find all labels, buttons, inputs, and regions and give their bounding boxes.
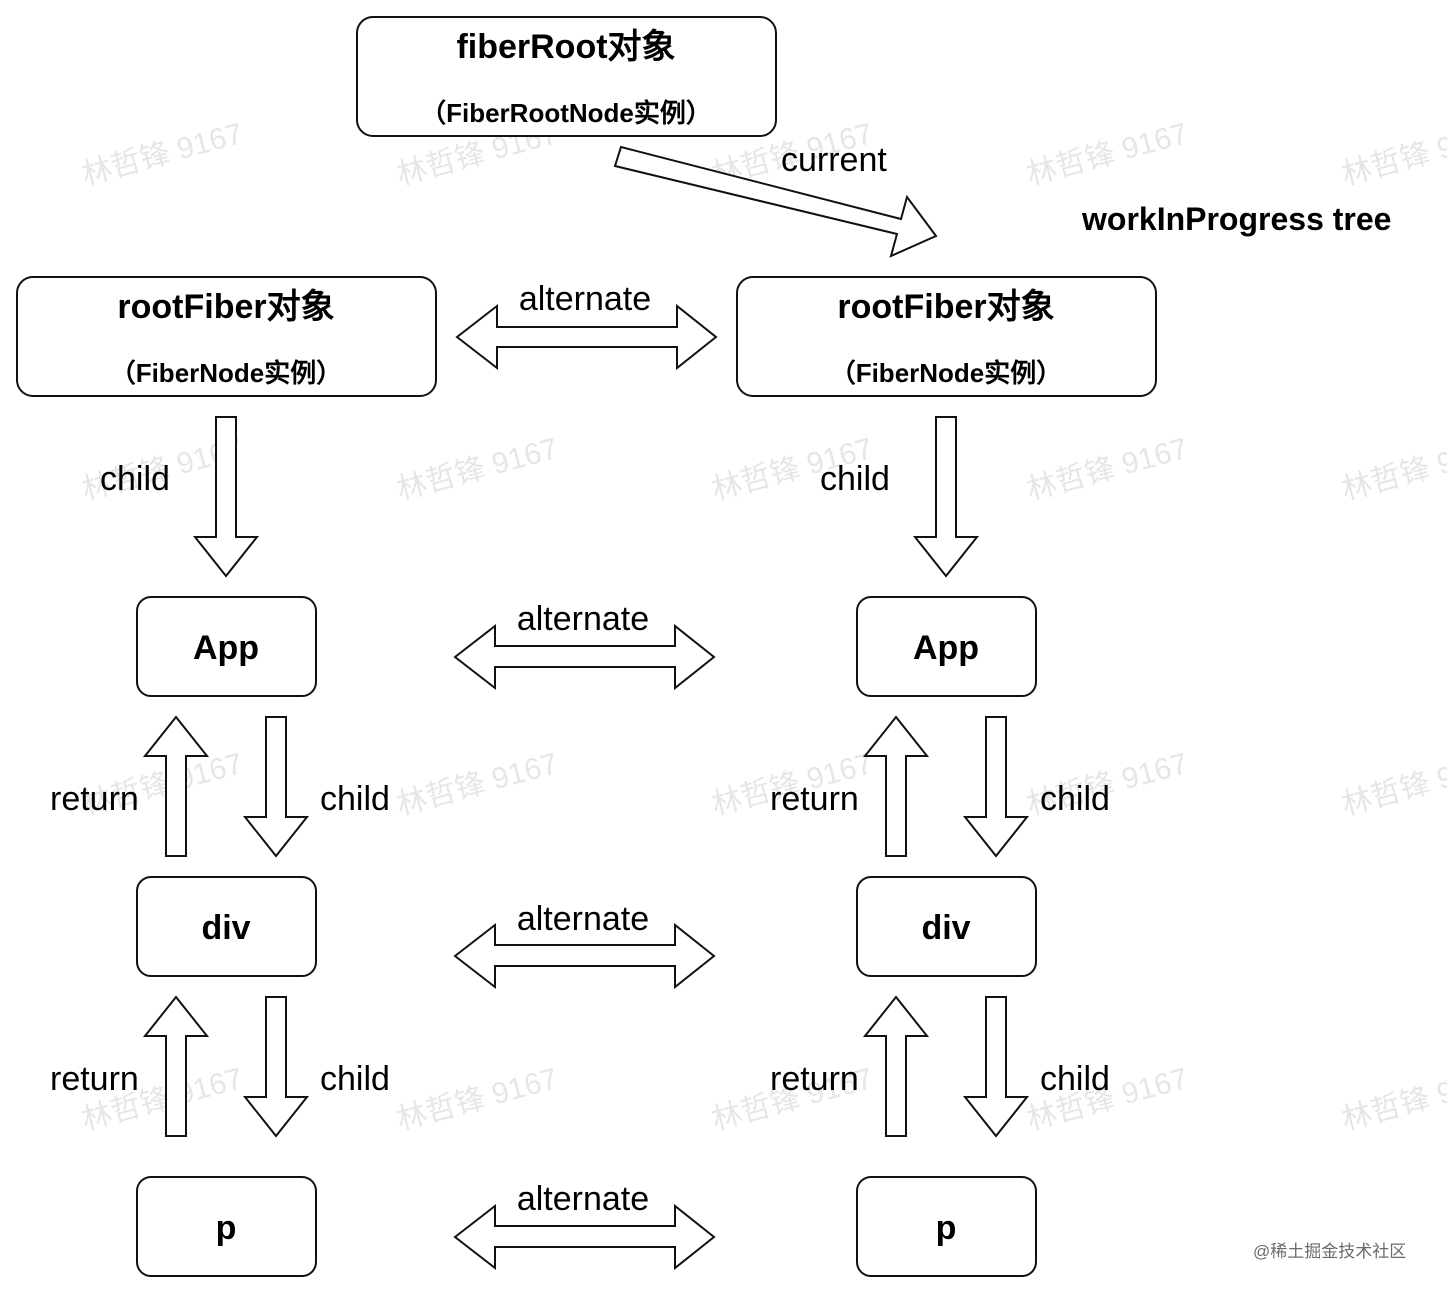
wip-tree-label: workInProgress tree <box>1081 201 1391 237</box>
up-arrow-shape <box>142 715 210 857</box>
p-node-right: p <box>856 1176 1037 1277</box>
child-arrow-div-right: child <box>962 996 1110 1138</box>
app-node-left: App <box>136 596 317 697</box>
div-node-left: div <box>136 876 317 977</box>
child-label: child <box>320 780 390 818</box>
alternate-arrow-div: alternate <box>453 900 716 990</box>
current-label: current <box>781 141 887 179</box>
fiber-root-box <box>356 16 777 137</box>
return-arrow-div-right: return <box>770 995 930 1137</box>
up-arrow-shape <box>862 995 930 1137</box>
watermark: 林哲锋 9167 <box>393 1062 561 1137</box>
p-box-left <box>136 1176 317 1277</box>
app-label-right: App <box>913 629 979 667</box>
watermark: 林哲锋 9167 <box>393 432 561 507</box>
watermark: 林哲锋 9167 <box>1023 432 1191 507</box>
p-label-left: p <box>216 1209 237 1247</box>
div-label-right: div <box>921 909 970 947</box>
return-label: return <box>50 780 139 818</box>
root-fiber-left-node: rootFiber对象 （FiberNode实例） <box>16 276 437 397</box>
alternate-label: alternate <box>517 900 649 938</box>
root-fiber-left-box <box>16 276 437 397</box>
root-fiber-right-node: rootFiber对象 （FiberNode实例） <box>736 276 1157 397</box>
child-label: child <box>1040 780 1110 818</box>
site-credit: @稀土掘金技术社区 <box>1253 1242 1406 1261</box>
child-label: child <box>100 460 170 498</box>
fiber-root-title: fiberRoot对象 <box>456 28 675 66</box>
child-arrow-app-left: child <box>242 716 390 858</box>
return-arrow-div-left: return <box>50 995 210 1137</box>
alternate-label: alternate <box>519 280 651 318</box>
down-arrow-shape <box>192 416 260 578</box>
alternate-arrow-p: alternate <box>453 1180 716 1271</box>
app-box-right <box>856 596 1037 697</box>
watermark: 林哲锋 9167 <box>1023 117 1191 192</box>
child-label: child <box>820 460 890 498</box>
app-label-left: App <box>193 629 259 667</box>
watermark: 林哲锋 9167 <box>393 747 561 822</box>
div-box-right <box>856 876 1037 977</box>
down-arrow-shape <box>242 996 310 1138</box>
p-node-left: p <box>136 1176 317 1277</box>
down-arrow-shape <box>242 716 310 858</box>
watermark: 林哲锋 9167 <box>1338 117 1447 192</box>
p-box-right <box>856 1176 1037 1277</box>
up-arrow-shape <box>142 995 210 1137</box>
return-arrow-app-right: return <box>770 715 930 857</box>
double-arrow-shape <box>453 623 716 691</box>
up-arrow-shape <box>862 715 930 857</box>
current-arrow-shape <box>613 145 938 258</box>
root-fiber-right-box <box>736 276 1157 397</box>
fiber-root-subtitle: （FiberRootNode实例） <box>420 98 712 128</box>
current-arrow: current <box>613 141 938 258</box>
return-label: return <box>770 1060 859 1098</box>
alternate-label: alternate <box>517 600 649 638</box>
alternate-arrow-app: alternate <box>453 600 716 691</box>
down-arrow-shape <box>962 996 1030 1138</box>
app-box-left <box>136 596 317 697</box>
watermark: 林哲锋 9167 <box>1338 432 1447 507</box>
app-node-right: App <box>856 596 1037 697</box>
child-arrow-div-left: child <box>242 996 390 1138</box>
child-arrow-app-right: child <box>962 716 1110 858</box>
double-arrow-shape <box>455 303 718 371</box>
div-label-left: div <box>201 909 250 947</box>
down-arrow-shape <box>962 716 1030 858</box>
double-arrow-shape <box>453 1203 716 1271</box>
double-arrow-shape <box>453 922 716 990</box>
root-fiber-right-subtitle: （FiberNode实例） <box>830 358 1063 388</box>
watermark: 林哲锋 9167 <box>1338 747 1447 822</box>
watermark: 林哲锋 9167 <box>1338 1062 1447 1137</box>
div-box-left <box>136 876 317 977</box>
return-arrow-app-left: return <box>50 715 210 857</box>
root-fiber-right-title: rootFiber对象 <box>837 288 1054 326</box>
root-fiber-left-title: rootFiber对象 <box>117 288 334 326</box>
down-arrow-shape <box>912 416 980 578</box>
child-label: child <box>320 1060 390 1098</box>
fiber-root-node: fiberRoot对象 （FiberRootNode实例） <box>356 16 777 137</box>
child-label: child <box>1040 1060 1110 1098</box>
p-label-right: p <box>936 1209 957 1247</box>
alternate-label: alternate <box>517 1180 649 1218</box>
alternate-arrow-root: alternate <box>455 280 718 371</box>
root-fiber-left-subtitle: （FiberNode实例） <box>110 358 343 388</box>
return-label: return <box>50 1060 139 1098</box>
child-arrow-root-right: child <box>820 416 980 578</box>
div-node-right: div <box>856 876 1037 977</box>
return-label: return <box>770 780 859 818</box>
child-arrow-root-left: child <box>100 416 260 578</box>
watermark: 林哲锋 9167 <box>78 117 246 192</box>
